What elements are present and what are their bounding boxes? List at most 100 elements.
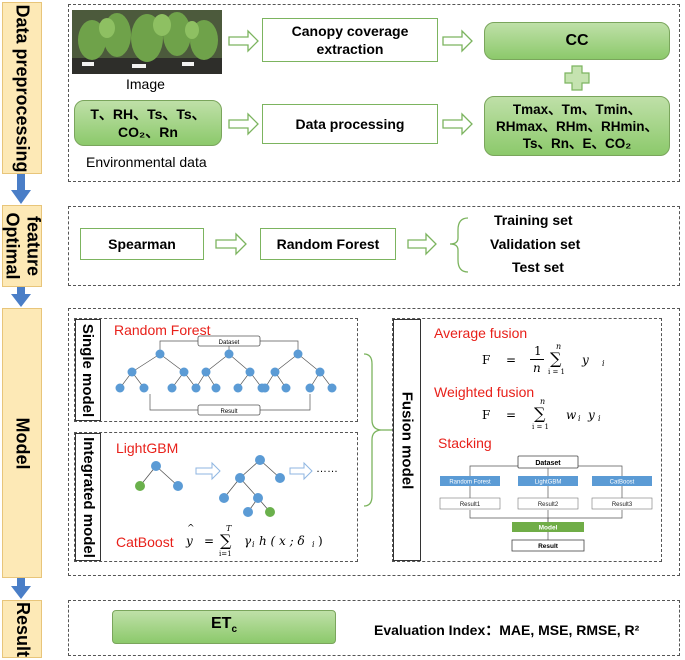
average-fusion-title: Average fusion <box>434 325 528 341</box>
plant-image <box>72 10 222 74</box>
plant-foliage-illustration <box>72 10 222 74</box>
lightgbm-tree-diagram: …… <box>135 455 338 517</box>
cc-label: CC <box>565 32 589 49</box>
integrated-model-panel <box>74 432 358 562</box>
random-forest-box: Random Forest <box>260 228 396 260</box>
formula-sum-bottom: i = 1 <box>532 423 550 431</box>
formula-sub2: i <box>312 540 315 549</box>
formula-eq: = <box>506 408 517 422</box>
features-line: Ts、Rn、E、CO₂ <box>522 135 632 151</box>
features-line: RHmax、RHm、RHmin、 <box>495 118 659 134</box>
stack-result-text: Result <box>538 543 559 550</box>
catboost-title: CatBoost <box>116 534 174 550</box>
preprocessing-arrows <box>228 29 590 136</box>
canopy-extraction-label: Canopy coverage extraction <box>291 23 409 57</box>
features-box: Tmax、Tm、Tmin、 RHmax、RHm、RHmin、 Ts、Rn、E、C… <box>484 96 670 156</box>
random-forest-label: Random Forest <box>276 236 380 252</box>
formula-den: n <box>533 361 541 375</box>
stack-result1: Result1 <box>460 502 481 508</box>
feature-arrows <box>215 217 469 273</box>
etc-box: ETc <box>112 610 336 644</box>
spearman-label: Spearman <box>108 236 176 252</box>
stack-result3: Result3 <box>612 502 633 508</box>
formula-y: y <box>582 353 589 367</box>
stacking-diagram: Dataset Random Forest LightGBM CatBoost … <box>439 455 653 552</box>
formula-sum-bottom: i = 1 <box>548 368 566 376</box>
sets-brace <box>449 217 469 273</box>
formula-eq: = <box>506 353 517 367</box>
stage-feature-optimal: feature Optimal <box>2 205 43 287</box>
etc-sub: c <box>231 624 237 636</box>
formula-sub: i <box>598 414 601 423</box>
data-processing-label: Data processing <box>295 116 405 132</box>
env-vars-box: T、RH、Ts、Ts、 CO₂、Rn <box>74 100 222 146</box>
test-set-label: Test set <box>512 259 564 275</box>
validation-set-label: Validation set <box>490 236 581 252</box>
formula-sub: i <box>602 359 605 368</box>
env-vars-line: T、RH、Ts、Ts、 <box>90 106 206 122</box>
lightgbm-title: LightGBM <box>116 440 179 456</box>
stack-result2: Result2 <box>538 502 559 508</box>
training-set-label: Training set <box>494 212 573 228</box>
model-connector-brace <box>363 353 392 507</box>
cc-box: CC <box>484 22 670 60</box>
formula-hat: ^ <box>187 524 195 534</box>
formula-y: y <box>588 408 595 422</box>
catboost-formula: ^ y = T ∑ i=1 γ i h ( x ; δ i ) <box>184 524 344 562</box>
single-model-text: Single model <box>79 323 97 417</box>
weighted-fusion-title: Weighted fusion <box>434 384 535 400</box>
features-line: Tmax、Tm、Tmin、 <box>512 101 642 117</box>
average-fusion-formula: F = 1 n n ∑ i = 1 y i <box>482 342 632 380</box>
spearman-box: Spearman <box>80 228 204 260</box>
plus-icon <box>564 65 590 91</box>
formula-sigma: ∑ <box>534 404 546 423</box>
result-panel <box>68 600 680 656</box>
stack-model-rf: Random Forest <box>449 480 491 486</box>
stage-flow-arrows <box>11 174 31 599</box>
formula-h: h ( x ; δ <box>259 534 305 548</box>
formula-w: w <box>566 408 577 422</box>
formula-close: ) <box>318 534 323 548</box>
stack-model-lightgbm: LightGBM <box>535 480 562 486</box>
formula-eq: = <box>204 534 215 548</box>
formula-sub: i <box>252 540 255 549</box>
formula-sigma: ∑ <box>220 531 232 550</box>
formula-sum-top: n <box>540 397 546 406</box>
rf-result-text: Result <box>220 409 237 415</box>
single-model-panel <box>74 318 358 422</box>
formula-num: 1 <box>534 344 542 358</box>
formula-sum-top: T <box>226 524 232 533</box>
formula-sigma: ∑ <box>550 349 562 368</box>
stage-model: Model <box>2 308 42 578</box>
random-forest-title: Random Forest <box>114 322 211 338</box>
rf-dataset-text: Dataset <box>219 340 240 346</box>
single-model-label: Single model <box>75 319 101 421</box>
env-caption: Environmental data <box>86 154 207 170</box>
data-processing-box: Data processing <box>262 104 438 144</box>
formula-sub: i <box>578 414 581 423</box>
formula-F: F <box>482 353 491 367</box>
fusion-model-text: Fusion model <box>398 391 416 489</box>
formula-y: y <box>186 534 193 548</box>
stack-model-catboost: CatBoost <box>610 480 635 486</box>
stacking-title: Stacking <box>438 435 492 451</box>
model-panel <box>68 308 680 576</box>
stack-model-text: Model <box>539 525 558 532</box>
weighted-fusion-formula: F = n ∑ i = 1 w i y i <box>482 397 632 436</box>
formula-sum-top: n <box>556 342 562 351</box>
formula-sum-bottom: i=1 <box>219 550 232 558</box>
feature-optimal-panel <box>68 206 680 286</box>
integrated-model-text: Integrated model <box>79 436 97 558</box>
image-caption: Image <box>126 76 165 92</box>
random-forest-tree-diagram: Dataset Result <box>115 335 337 416</box>
formula-gamma: γ <box>244 534 252 548</box>
stage-data-preprocessing: Data preprocessing <box>2 2 42 174</box>
stage-result: Result <box>2 600 42 658</box>
formula-fraction-bar <box>530 359 544 360</box>
env-vars-line: CO₂、Rn <box>118 124 178 140</box>
etc-main: ET <box>210 614 232 632</box>
preprocessing-panel <box>68 4 680 182</box>
formula-F: F <box>482 408 491 422</box>
fusion-model-label: Fusion model <box>393 319 421 561</box>
evaluation-index: Evaluation Index：MAE, MSE, RMSE, R² <box>374 622 640 638</box>
